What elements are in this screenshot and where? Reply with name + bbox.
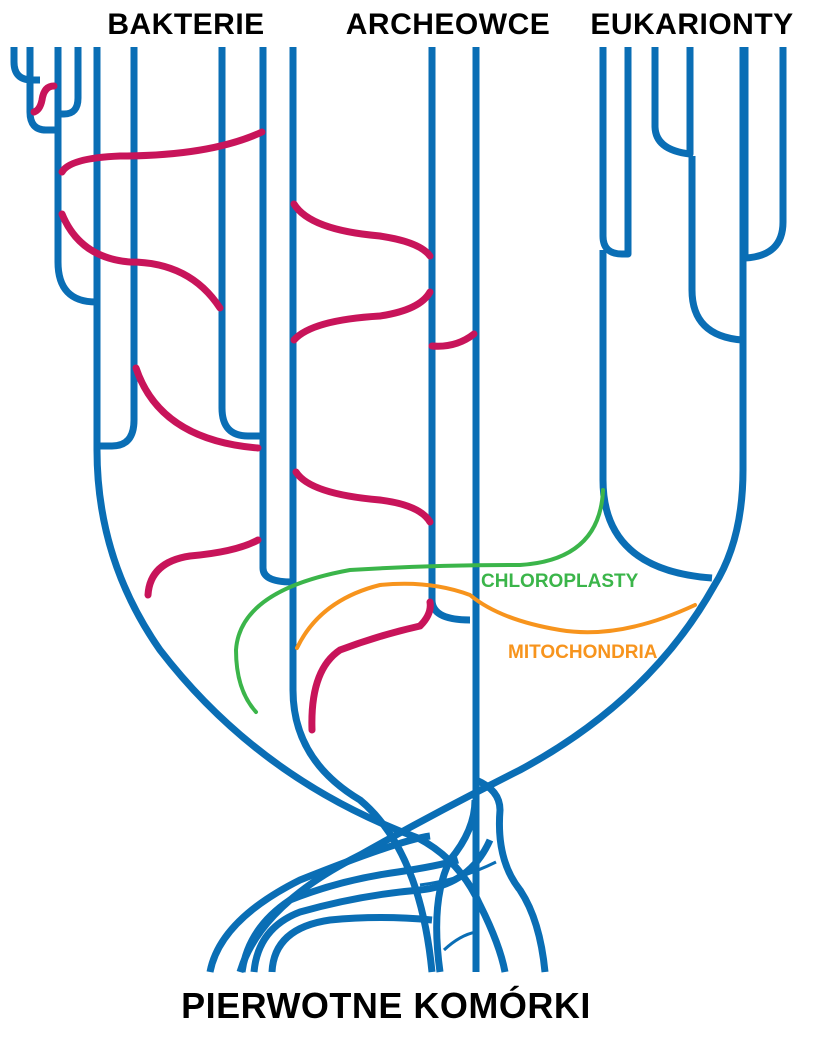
- root-strand-1: [206, 832, 431, 973]
- bacteria-branch-leaf-4: [54, 47, 97, 306]
- gene-transfer-4: [132, 364, 262, 452]
- bacteria-branch-leaf-6: [218, 47, 262, 440]
- gene-transfer-lines: [30, 82, 478, 734]
- gene-transfer-1: [30, 82, 58, 116]
- root-strand-4: [268, 914, 433, 973]
- root-strand-2: [238, 856, 460, 973]
- mitochondria-label: MITOCHONDRIA: [508, 642, 658, 663]
- root-strand-5: [474, 776, 549, 973]
- bacteria-branch-leaf-2: [26, 47, 58, 134]
- gene-transfer-9: [292, 468, 434, 526]
- gene-transfer-5: [144, 536, 262, 599]
- root-thin-connector-2: [442, 930, 477, 952]
- eukaryotes-trunk: [236, 47, 747, 974]
- eukaryotes-branch-leaf-4: [741, 47, 787, 262]
- eukaryotes-branch-leaf-3: [688, 156, 743, 344]
- gene-transfer-6: [290, 200, 434, 260]
- gene-transfer-8: [428, 330, 478, 350]
- root-thin-connector-1: [419, 860, 497, 887]
- tree-branches: [10, 47, 787, 974]
- bacteria-label: BAKTERIE: [107, 8, 264, 41]
- mitochondria-line: [295, 581, 697, 650]
- archaea-branch-leaf-2: [428, 47, 471, 624]
- chloroplasts-label: CHLOROPLASTY: [481, 571, 639, 592]
- gene-transfer-3: [58, 210, 224, 312]
- eukaryotes-branch-leaf-2: [651, 47, 694, 158]
- gene-transfer-10: [308, 598, 434, 734]
- bacteria-branch-leaf-5: [98, 47, 138, 450]
- root-label: PIERWOTNE KOMÓRKI: [181, 984, 591, 1026]
- eukaryotes-branch-leaf-1: [599, 47, 632, 258]
- archaea-label: ARCHEOWCE: [346, 8, 551, 41]
- archaea-branch-leaf-1: [289, 47, 436, 973]
- bacteria-branch-leaf-3: [58, 47, 82, 118]
- root-thin-connectors: [419, 860, 497, 952]
- chloroplasts-line: [234, 488, 605, 714]
- bacteria-trunk: [93, 47, 509, 973]
- root-strand-6: [433, 799, 479, 973]
- gene-transfer-7: [290, 288, 434, 344]
- eukaryotes-label: EUKARIONTY: [590, 8, 793, 41]
- bacteria-branch-leaf-7: [259, 47, 293, 586]
- gene-transfer-2: [58, 128, 266, 176]
